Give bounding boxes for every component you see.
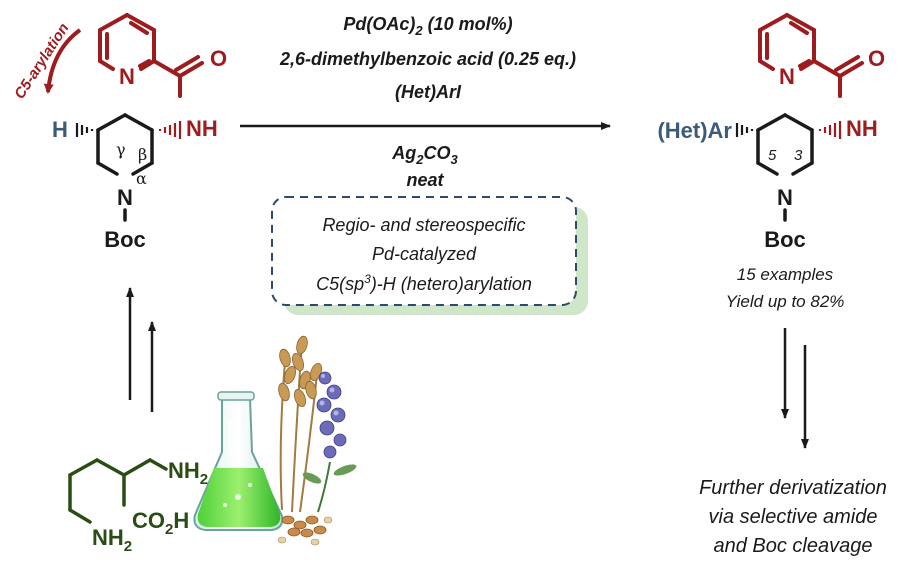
conditions-line-1: Pd(OAc)2 (10 mol%): [343, 14, 512, 38]
derivatization-line-3: and Boc cleavage: [713, 535, 872, 557]
beta-label: β: [138, 145, 147, 164]
product-pyridine-ring: [758, 13, 864, 98]
lysine: NH2 CO2H NH2: [68, 458, 208, 555]
gamma-label: γ: [116, 140, 126, 159]
product-pyridine-n-label: N: [779, 64, 795, 89]
erlenmeyer-flask-icon: [193, 391, 284, 531]
yield-summary: Yield up to 82%: [726, 292, 845, 311]
conditions-line-5: neat: [406, 170, 444, 190]
alpha-amine-label: NH2: [168, 458, 208, 488]
starting-material: N O NH H N Boc: [11, 13, 227, 252]
c3-hashed-wedge: [158, 121, 182, 139]
conditions-line-4: Ag2CO3: [391, 143, 458, 167]
box-frame: [271, 196, 577, 306]
reaction-conditions: Pd(OAc)2 (10 mol%) 2,6-dimethylbenzoic a…: [279, 14, 576, 190]
product-piperidine-ring: [756, 113, 814, 222]
highlight-box: Regio- and stereospecific Pd-catalyzed C…: [271, 196, 588, 315]
piperidine-ring: [96, 113, 154, 222]
c5-h-label: H: [52, 117, 68, 142]
derivatization-line-2: via selective amide: [709, 506, 878, 528]
product-piperidine-n-label: N: [777, 185, 793, 210]
box-line-2: Pd-catalyzed: [372, 244, 477, 264]
pyridine-n-label: N: [119, 64, 135, 89]
c5-arylation-label: C5-arylation: [11, 20, 72, 102]
box-line-1: Regio- and stereospecific: [322, 215, 525, 235]
wheat-lupine-plants-icon: [277, 335, 357, 546]
derivatization-text: Further derivatization via selective ami…: [699, 477, 887, 557]
alpha-label: α: [136, 169, 147, 188]
box-line-3: C5(sp3)-H (hetero)arylation: [316, 272, 532, 294]
product-amide-nh-label: NH: [846, 116, 878, 141]
aryl-group-label: (Het)Ar: [657, 118, 732, 143]
epsilon-amine-label: NH2: [92, 525, 132, 555]
boc-label: Boc: [104, 227, 146, 252]
lysine-skeleton: [68, 458, 168, 524]
product-c3-hashed-wedge: [818, 121, 842, 139]
c5-hashed-wedge: [75, 123, 94, 137]
c5-arylation-arrow: [43, 28, 82, 94]
derivatization-line-1: Further derivatization: [699, 477, 887, 499]
pyridine-ring: [98, 13, 204, 98]
product-boc-label: Boc: [764, 227, 806, 252]
piperidine-n-label: N: [117, 185, 133, 210]
examples-count: 15 examples: [737, 265, 834, 284]
conditions-line-2: 2,6-dimethylbenzoic acid (0.25 eq.): [279, 49, 576, 69]
product-c5-hashed-wedge: [735, 123, 754, 137]
product: N O NH (Het)Ar 5 3 N Boc: [657, 13, 885, 311]
conditions-line-3: (Het)ArI: [395, 82, 462, 102]
position-5-label: 5: [768, 147, 777, 164]
carbonyl-o-label: O: [210, 46, 227, 71]
position-3-label: 3: [794, 147, 803, 164]
amide-nh-label: NH: [186, 116, 218, 141]
product-carbonyl-o-label: O: [868, 46, 885, 71]
carboxylic-acid-label: CO2H: [132, 508, 189, 538]
